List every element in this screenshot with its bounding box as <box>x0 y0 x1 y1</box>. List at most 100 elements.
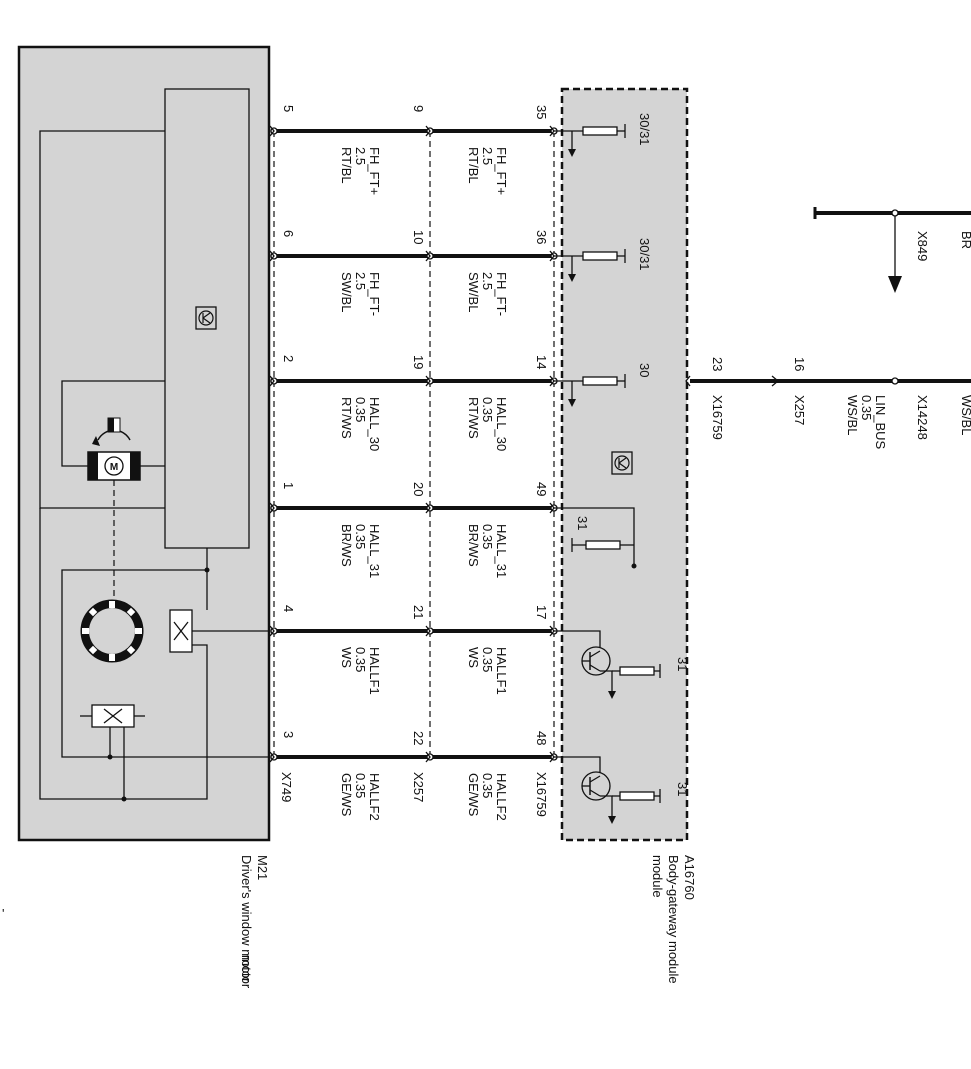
connector-pin-inline <box>425 502 434 514</box>
wire-signal-label: HALLF1 <box>494 647 509 695</box>
pin-motor: 6 <box>281 230 296 237</box>
motor-name-label-2: motor <box>239 955 254 989</box>
wire-signal-label: HALL_31 <box>367 524 382 578</box>
pin-motor: 3 <box>281 731 296 738</box>
wire-size-label: 2.5 <box>480 272 495 290</box>
resistor-icon <box>582 126 618 136</box>
wire-color-label: SW/BL <box>466 272 481 312</box>
wire-size-label: 2.5 <box>353 147 368 165</box>
resistor-icon <box>582 251 618 261</box>
connector-pin-inline <box>425 751 434 763</box>
pin-module: 17 <box>534 605 549 619</box>
wire-color-label: BR/WS <box>466 524 481 567</box>
wire-size-label: 2.5 <box>480 147 495 165</box>
module-circuit-6 <box>554 756 661 824</box>
ground-arrow-icon <box>888 276 902 293</box>
lin-pin-inline: 16 <box>792 357 807 371</box>
pin-module: 48 <box>534 731 549 745</box>
pin-inline: 19 <box>411 355 426 369</box>
wire-color-label: RT/WS <box>339 397 354 439</box>
pin-inline: 10 <box>411 230 426 244</box>
hall-sensor-icon <box>169 609 193 653</box>
connector-pin-motor <box>269 751 278 763</box>
ground-arrow-icon <box>568 274 576 282</box>
supply-label: 30/31 <box>637 113 652 146</box>
pin-module: 35 <box>534 105 549 119</box>
wire-size-label: 2.5 <box>353 272 368 290</box>
pin-inline: 21 <box>411 605 426 619</box>
module-circuit-2 <box>554 249 626 282</box>
pin-module: 49 <box>534 482 549 496</box>
ground-color: BR <box>959 231 971 249</box>
wire-size-label: 0.35 <box>480 647 495 672</box>
resistor-icon <box>619 666 655 676</box>
resistor-icon <box>585 540 621 550</box>
wire-signal-label: HALL_30 <box>494 397 509 451</box>
wire-size-label: 0.35 <box>353 397 368 422</box>
wire-color-label: GE/WS <box>339 773 354 817</box>
motor-icon: M <box>87 417 141 481</box>
wire-signal-label: HALLF2 <box>494 773 509 821</box>
pin-inline: 22 <box>411 731 426 745</box>
motor-control-unit <box>164 88 250 549</box>
wire-color-label: RT/BL <box>466 147 481 184</box>
wire-signal-label: FH_FT+ <box>367 147 382 195</box>
wire-signal-label: FH_FT+ <box>494 147 509 195</box>
lin-pin-module: 23 <box>710 357 725 371</box>
connector-pin-motor <box>269 250 278 262</box>
pin-inline: 20 <box>411 482 426 496</box>
ground-connection: X849 BR <box>813 207 971 293</box>
lin-connector-module: X16759 <box>710 395 725 440</box>
motor-component: M <box>17 45 271 989</box>
resistor-icon <box>619 791 655 801</box>
transistor-icon <box>581 771 611 801</box>
svg-text:M: M <box>110 462 118 473</box>
motor-id-label: M21 <box>255 855 270 880</box>
pin-inline: 9 <box>411 105 426 112</box>
module-circuit-4 <box>554 507 637 569</box>
connector-pin-inline <box>425 375 434 387</box>
ground-arrow-icon <box>568 149 576 157</box>
wire-size-label: 0.35 <box>353 647 368 672</box>
lin-bus: 23 X16759 16 X257 LIN_BUS 0.35 WS/BL X14… <box>685 357 971 450</box>
wire-color-label: WS <box>339 647 354 668</box>
supply-label: 31 <box>675 782 690 796</box>
ground-arrow-icon <box>568 399 576 407</box>
module-circuit-5 <box>554 630 661 699</box>
wire-size-label: 0.35 <box>480 524 495 549</box>
connector-motor-label: X749 <box>279 772 294 802</box>
connector-pin-inline <box>425 625 434 637</box>
lin-color: WS/BL <box>845 395 860 435</box>
module-name-label: Body-gateway module <box>666 855 681 984</box>
pin-motor: 1 <box>281 482 296 489</box>
wire-size-label: 0.35 <box>353 773 368 798</box>
supply-label: 31 <box>675 657 690 671</box>
wire-size-label: 0.35 <box>480 397 495 422</box>
connector-pin-motor <box>269 125 278 137</box>
connector-pin-motor <box>269 375 278 387</box>
connector-pin-motor <box>269 502 278 514</box>
wire-signal-label: FH_FT- <box>494 272 509 316</box>
pin-motor: 5 <box>281 105 296 112</box>
connector-inline-label: X257 <box>411 772 426 802</box>
wire-color-label: WS <box>466 647 481 668</box>
connector-pin-inline <box>425 250 434 262</box>
wire-signal-label: FH_FT- <box>367 272 382 316</box>
wire-color-label: GE/WS <box>466 773 481 817</box>
ecu-icon <box>611 451 633 475</box>
module-id-label: A16760 <box>682 855 697 900</box>
module-component: A16760 Body-gateway module module <box>560 87 697 984</box>
supply-label: 30 <box>637 363 652 377</box>
ground-arrow-icon <box>608 816 616 824</box>
ecu-icon <box>195 306 217 330</box>
edge-mark: ' <box>2 906 4 921</box>
module-circuit-3 <box>554 374 626 407</box>
connector-pin-inline <box>425 125 434 137</box>
lin-connector-far: X14248 <box>915 395 930 440</box>
lin-size: 0.35 <box>859 395 874 420</box>
wire-color-label: SW/BL <box>339 272 354 312</box>
wire-size-label: 0.35 <box>480 773 495 798</box>
module-name-label-2: module <box>650 855 665 898</box>
